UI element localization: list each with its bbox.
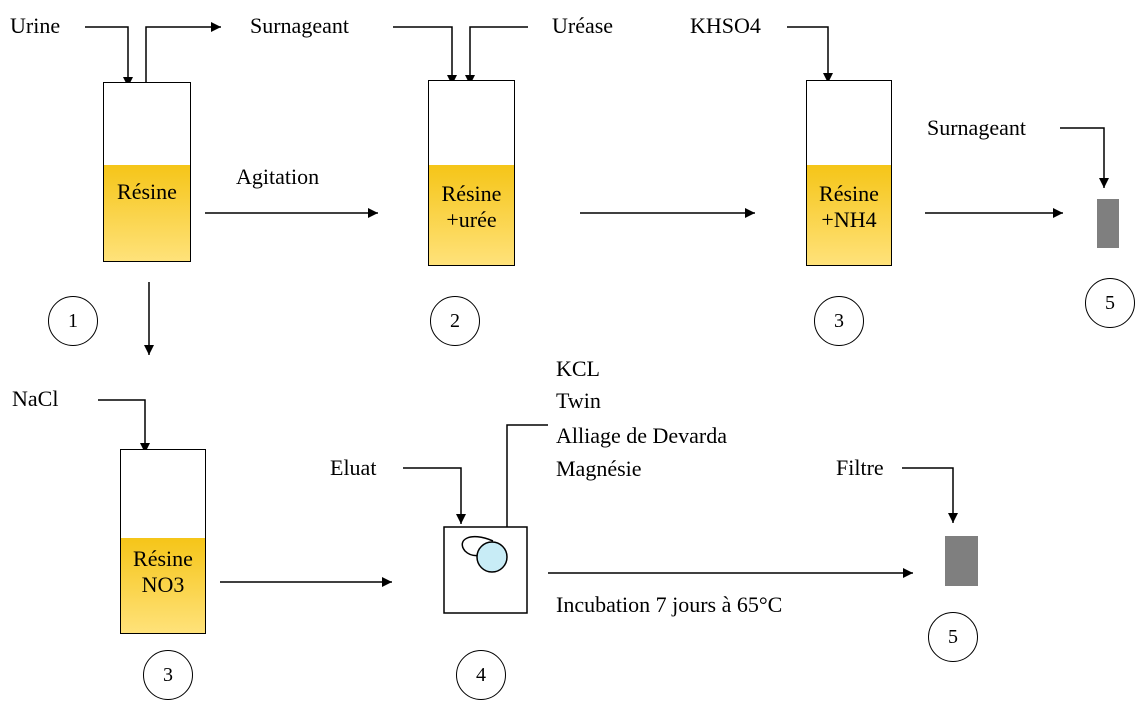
- step-1-circle: 1: [48, 296, 98, 346]
- arrow-surnageant-in: [393, 26, 457, 85]
- resin-fill: [807, 165, 891, 265]
- label-urine: Urine: [10, 13, 61, 38]
- resin-fill: [429, 165, 514, 265]
- step-5-top-circle: 5: [1085, 278, 1135, 328]
- arrow-surnageant-5: [1060, 127, 1109, 188]
- step-3-bottom-circle: 3: [143, 650, 193, 700]
- arrow-filtre: [902, 467, 958, 523]
- label-nacl: NaCl: [12, 386, 59, 411]
- arrow-khso4: [787, 26, 833, 83]
- label-filtre: Filtre: [836, 455, 884, 480]
- arrow-eluat: [403, 467, 466, 524]
- label-surnageant-5: Surnageant: [927, 115, 1026, 140]
- reagent-twin: Twin: [556, 388, 601, 413]
- resin-column-4: Résine NO3: [120, 449, 206, 634]
- label-eluat: Eluat: [330, 455, 377, 480]
- reagent-magnesie: Magnésie: [556, 456, 642, 481]
- box-sphere: [476, 541, 508, 573]
- reagent-devarda: Alliage de Devarda: [556, 423, 728, 448]
- column-4-label-line2: NO3: [141, 572, 185, 598]
- column-2-label-line1: Résine: [441, 181, 502, 206]
- step-5-bottom-circle: 5: [928, 612, 978, 662]
- column-3-label-line1: Résine: [819, 181, 879, 206]
- arrow-nacl: [98, 399, 150, 453]
- arrow-surnageant-out: [145, 22, 221, 83]
- reagent-kcl: KCL: [556, 356, 600, 381]
- column-4-label-line1: Résine: [133, 546, 193, 571]
- column-2-label-line2: +urée: [446, 207, 497, 233]
- filter-block-bottom: [945, 536, 978, 586]
- label-khso4: KHSO4: [690, 13, 761, 38]
- resin-fill: [104, 165, 190, 261]
- arrow-urease: [465, 26, 528, 85]
- resin-column-3: Résine +NH4: [806, 80, 892, 266]
- arrow-reagents: [502, 424, 548, 542]
- resin-fill: [121, 538, 205, 633]
- column-1-label: Résine: [117, 179, 177, 204]
- label-agitation: Agitation: [236, 164, 320, 189]
- step-4-circle: 4: [456, 650, 506, 700]
- label-surnageant-out: Surnageant: [250, 13, 349, 38]
- step-2-circle: 2: [430, 296, 480, 346]
- resin-column-2: Résine +urée: [428, 80, 515, 266]
- filter-block-top: [1097, 199, 1119, 248]
- column-3-label-line2: +NH4: [821, 207, 877, 233]
- arrow-urine: [85, 26, 133, 87]
- resin-column-1: Résine: [103, 82, 191, 262]
- label-urease: Uréase: [552, 13, 614, 38]
- step-3-circle: 3: [814, 296, 864, 346]
- label-incubation: Incubation 7 jours à 65°C: [556, 592, 783, 617]
